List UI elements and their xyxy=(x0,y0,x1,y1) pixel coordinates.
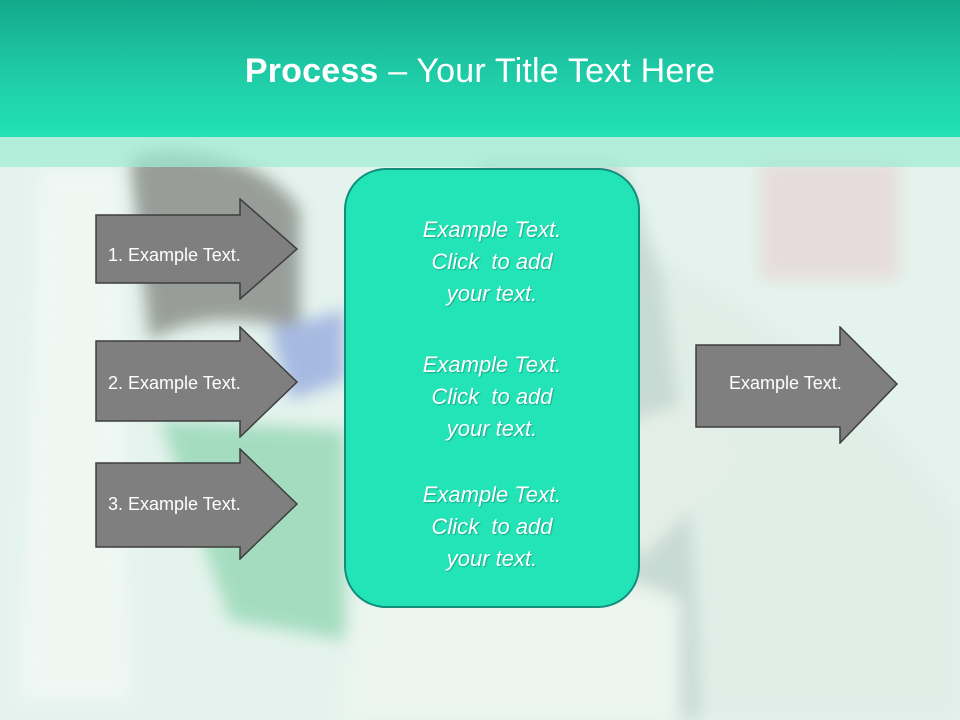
center-line: your text. xyxy=(446,416,538,441)
title-bar-band xyxy=(0,137,960,167)
arrow-label-3: 3. Example Text. xyxy=(108,494,241,514)
center-line: your text. xyxy=(446,546,538,571)
arrow-shape-right[interactable]: Example Text. xyxy=(695,326,900,444)
arrow-icon xyxy=(95,326,299,438)
title-bold: Process xyxy=(244,52,379,90)
arrow-shape-3[interactable]: 3. Example Text. xyxy=(95,448,300,560)
center-paragraph-2: Example Text. Click to add your text. xyxy=(346,349,638,445)
arrow-icon xyxy=(95,198,299,300)
arrow-label-1: 1. Example Text. xyxy=(108,245,241,265)
center-paragraph-1: Example Text. Click to add your text. xyxy=(346,214,638,310)
center-line: Click to add xyxy=(431,384,553,409)
arrow-shape-1[interactable]: 1. Example Text. xyxy=(95,198,300,300)
center-paragraph-3: Example Text. Click to add your text. xyxy=(346,479,638,575)
center-line: Example Text. xyxy=(422,482,562,507)
arrow-icon xyxy=(95,448,299,560)
center-line: Click to add xyxy=(431,249,553,274)
arrow-shape-2[interactable]: 2. Example Text. xyxy=(95,326,300,438)
arrow-label-2: 2. Example Text. xyxy=(108,373,241,393)
arrow-label-right: Example Text. xyxy=(729,373,842,393)
title-dash: – xyxy=(378,52,417,90)
title-rest: Your Title Text Here xyxy=(416,52,716,90)
page-title[interactable]: Process – Your Title Text Here xyxy=(0,52,960,91)
arrow-icon xyxy=(695,326,899,444)
center-text-box[interactable]: Example Text. Click to add your text. Ex… xyxy=(344,168,640,608)
title-bar xyxy=(0,0,960,137)
center-line: Example Text. xyxy=(422,352,562,377)
center-line: Click to add xyxy=(431,514,553,539)
center-line: your text. xyxy=(446,281,538,306)
center-line: Example Text. xyxy=(422,217,562,242)
